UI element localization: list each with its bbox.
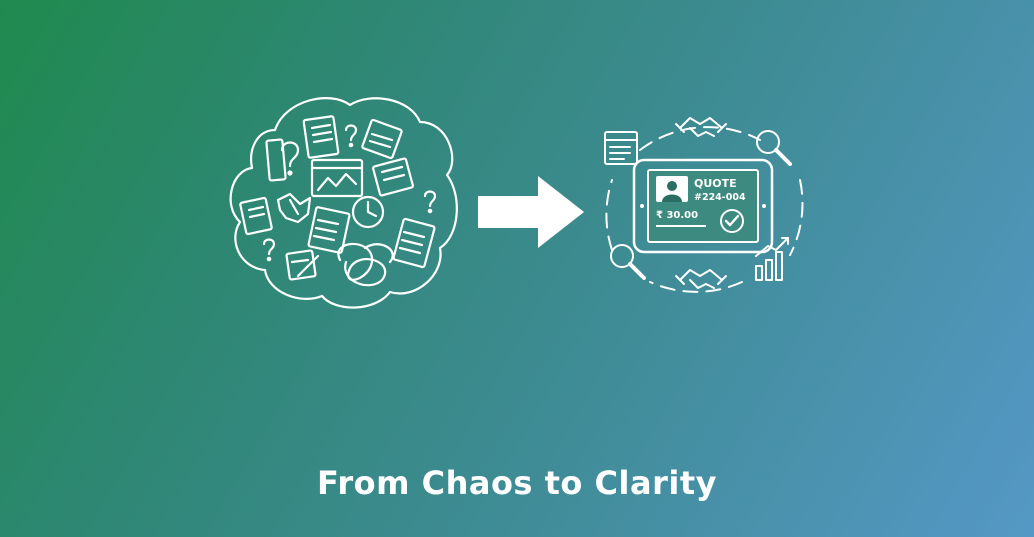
question-icon	[423, 190, 437, 214]
tablet-quote-icon: QUOTE #224-004 ₹ 30.00	[632, 158, 774, 254]
question-icon	[262, 238, 276, 262]
chaos-cloud-icon	[229, 97, 458, 309]
handshake-icon	[675, 269, 727, 289]
question-icon	[344, 124, 358, 148]
notepad-icon	[285, 249, 320, 281]
orbit-ring	[639, 126, 761, 151]
document-icon	[239, 196, 273, 236]
arrow-right-icon	[478, 176, 584, 248]
headline: From Chaos to Clarity	[317, 464, 717, 502]
check-icon	[720, 209, 744, 233]
quote-number: #224-004	[694, 192, 746, 203]
document-icon	[392, 217, 436, 269]
magnifier-icon	[610, 244, 646, 280]
handshake-icon	[675, 117, 727, 137]
chart-window-icon	[310, 158, 364, 198]
document-window-icon	[604, 131, 638, 165]
document-icon	[302, 115, 340, 159]
clock-icon	[351, 195, 385, 229]
tangle-icon	[337, 242, 394, 287]
quote-label: QUOTE	[694, 177, 737, 190]
quote-amount: ₹ 30.00	[656, 210, 698, 221]
crumpled-paper-icon	[276, 192, 312, 224]
avatar-icon	[656, 176, 688, 202]
document-icon	[372, 157, 414, 197]
document-icon	[307, 206, 351, 254]
question-icon	[265, 138, 300, 182]
bar-chart-icon	[755, 237, 789, 281]
magnifier-icon	[756, 130, 792, 166]
document-icon	[361, 118, 403, 160]
